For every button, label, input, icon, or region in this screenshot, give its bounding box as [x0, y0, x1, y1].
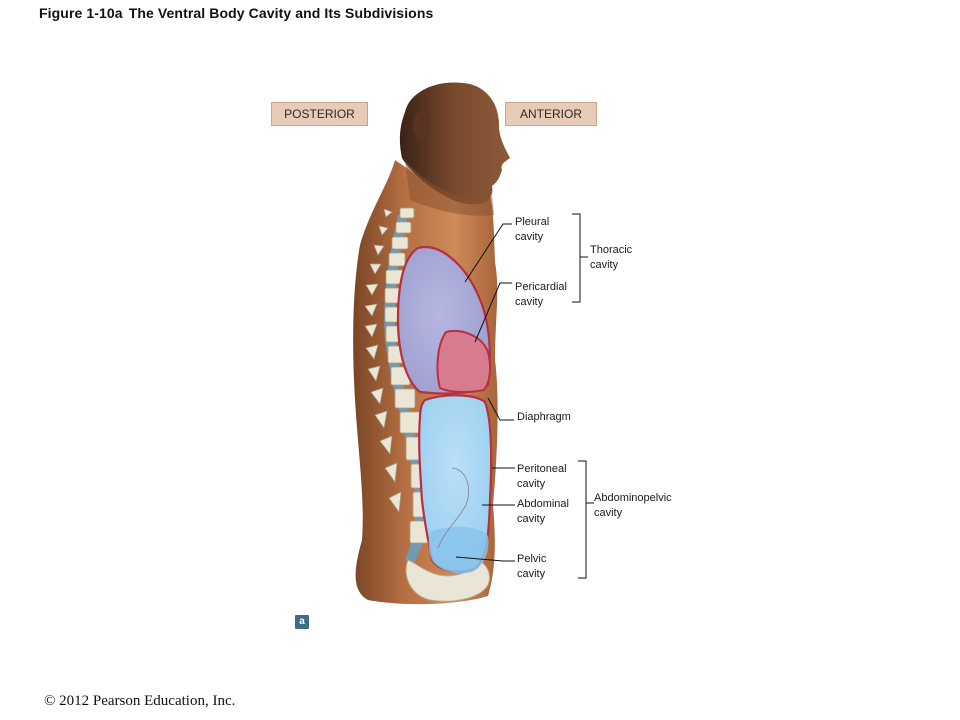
spinous-processes — [364, 208, 402, 513]
posterior-label: POSTERIOR — [271, 102, 368, 126]
anterior-label: ANTERIOR — [505, 102, 597, 126]
label-pericardial-cavity: Pericardial cavity — [515, 281, 567, 308]
peritoneal-line — [437, 467, 469, 549]
brackets — [572, 213, 594, 579]
figure-title: Figure 1-10a The Ventral Body Cavity and … — [39, 5, 433, 21]
figure-number: Figure 1-10a — [39, 5, 123, 21]
leader-lines — [455, 223, 515, 562]
label-pelvic-cavity: Pelvic cavity — [517, 553, 547, 580]
label-peritoneal-cavity: Peritoneal cavity — [517, 463, 567, 490]
panel-letter-badge: a — [295, 615, 309, 629]
label-thoracic-cavity: Thoracic cavity — [590, 244, 633, 271]
pericardial-cavity — [436, 330, 492, 394]
figure-title-text: The Ventral Body Cavity and Its Subdivis… — [128, 5, 434, 21]
label-abdominal-cavity: Abdominal cavity — [517, 498, 569, 525]
label-pleural-cavity: Pleural cavity — [515, 216, 550, 243]
copyright-notice: © 2012 Pearson Education, Inc. — [44, 693, 236, 709]
head-silhouette — [399, 82, 510, 205]
neck — [405, 160, 494, 216]
ear — [413, 112, 431, 140]
label-abdominopelvic-cavity: Abdominopelvic cavity — [594, 492, 672, 519]
pelvic-cavity — [428, 526, 489, 574]
label-diaphragm: Diaphragm — [517, 411, 571, 423]
